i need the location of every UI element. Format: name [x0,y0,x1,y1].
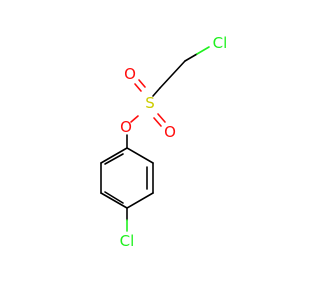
ring-bond-4 [100,192,128,209]
atom-label-layer: Cl S O O O Cl [120,34,228,250]
ring-inner-bond-2 [104,191,124,204]
ring-bond-1 [126,147,154,164]
bond-s-o-right-2 [157,113,166,123]
atom-cl-bottom: Cl [120,232,135,250]
bond-s-c1 [152,87,161,97]
bond-s-o-left-2 [138,79,146,88]
bond-ch2-cl-cl-part [196,46,210,55]
atom-sulfur: S [145,94,155,112]
bond-s-o-right-1 [153,117,162,127]
bond-layer [100,46,210,232]
atom-o-sulfonyl-right: O [164,123,176,141]
ring-bond-3 [126,192,154,209]
atom-o-ester: O [120,118,132,136]
bond-ch2-cl [184,53,198,62]
bond-s-o-ester [130,115,139,123]
atom-cl-top: Cl [213,34,228,52]
ring-bond-6 [100,147,128,164]
bond-c1-c2 [159,60,186,89]
atom-o-sulfonyl-left: O [124,65,136,83]
bond-s-o-left-1 [134,83,142,92]
molecule-structure: Cl S O O O Cl [100,34,228,250]
ring-inner-bond-3 [104,153,124,165]
